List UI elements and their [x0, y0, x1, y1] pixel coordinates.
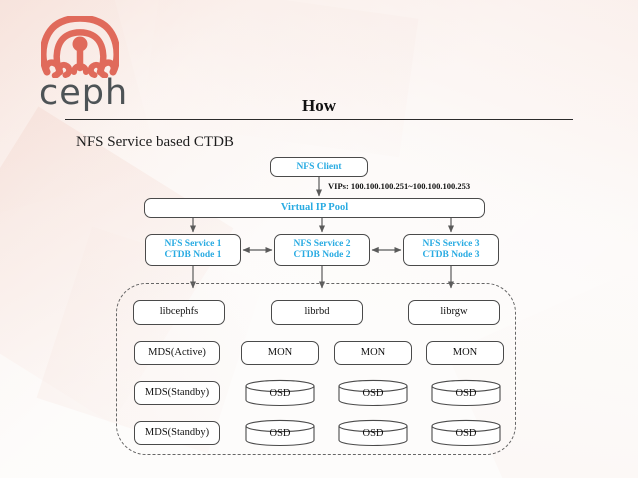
- osd-4-label: OSD: [269, 428, 291, 439]
- osd-6-node[interactable]: OSD: [431, 419, 501, 447]
- nfs-service-1-line1: NFS Service 1: [164, 239, 222, 250]
- ceph-wordmark: ceph: [39, 73, 129, 113]
- cylinder-icon: [431, 419, 501, 447]
- mds-active-label: MDS(Active): [148, 346, 206, 358]
- nfs-service-1-line2: CTDB Node 1: [164, 250, 222, 260]
- mon-3-label: MON: [452, 346, 478, 358]
- mds-active-node[interactable]: MDS(Active): [134, 341, 220, 365]
- cylinder-icon: [431, 379, 501, 407]
- nfs-service-3-line1: NFS Service 3: [422, 239, 480, 250]
- virtual-ip-pool-node[interactable]: Virtual IP Pool: [144, 198, 485, 218]
- nfs-service-3-line2: CTDB Node 3: [422, 250, 480, 260]
- mon-3-node[interactable]: MON: [426, 341, 504, 365]
- nfs-service-1-node[interactable]: NFS Service 1 CTDB Node 1: [145, 234, 241, 266]
- mds-standby-1-node[interactable]: MDS(Standby): [134, 381, 220, 405]
- virtual-ip-pool-label: Virtual IP Pool: [280, 201, 349, 213]
- osd-2-node[interactable]: OSD: [338, 379, 408, 407]
- nfs-client-label: NFS Client: [296, 161, 342, 172]
- osd-1-node[interactable]: OSD: [245, 379, 315, 407]
- osd-5-label: OSD: [362, 428, 384, 439]
- ceph-logo: ceph: [33, 16, 129, 113]
- libcephfs-label: libcephfs: [159, 306, 199, 318]
- libcephfs-node[interactable]: libcephfs: [133, 300, 225, 325]
- osd-5-node[interactable]: OSD: [338, 419, 408, 447]
- librbd-node[interactable]: librbd: [271, 300, 363, 325]
- osd-4-node[interactable]: OSD: [245, 419, 315, 447]
- osd-2-label: OSD: [362, 388, 384, 399]
- nfs-client-node[interactable]: NFS Client: [270, 157, 368, 177]
- title-divider: [65, 119, 573, 120]
- ceph-octopus-logo-icon: [41, 16, 119, 78]
- vips-annotation: VIPs: 100.100.100.251~100.100.100.253: [328, 181, 471, 191]
- cylinder-icon: [338, 419, 408, 447]
- librbd-label: librbd: [304, 306, 330, 318]
- mon-1-node[interactable]: MON: [241, 341, 319, 365]
- mds-standby-1-label: MDS(Standby): [144, 386, 210, 398]
- slide-subtitle: NFS Service based CTDB: [76, 134, 234, 150]
- osd-6-label: OSD: [455, 428, 477, 439]
- librgw-node[interactable]: librgw: [408, 300, 500, 325]
- page-title: How: [302, 96, 336, 115]
- mds-standby-2-label: MDS(Standby): [144, 426, 210, 438]
- mds-standby-2-node[interactable]: MDS(Standby): [134, 421, 220, 445]
- osd-3-label: OSD: [455, 388, 477, 399]
- osd-1-label: OSD: [269, 388, 291, 399]
- mon-2-node[interactable]: MON: [334, 341, 412, 365]
- cylinder-icon: [338, 379, 408, 407]
- ceph-cluster-container: [116, 283, 516, 455]
- librgw-label: librgw: [440, 306, 468, 318]
- cylinder-icon: [245, 419, 315, 447]
- cylinder-icon: [245, 379, 315, 407]
- nfs-service-3-node[interactable]: NFS Service 3 CTDB Node 3: [403, 234, 499, 266]
- nfs-service-2-node[interactable]: NFS Service 2 CTDB Node 2: [274, 234, 370, 266]
- osd-3-node[interactable]: OSD: [431, 379, 501, 407]
- nfs-service-2-line1: NFS Service 2: [293, 239, 351, 250]
- mon-2-label: MON: [360, 346, 386, 358]
- nfs-service-2-line2: CTDB Node 2: [293, 250, 351, 260]
- mon-1-label: MON: [267, 346, 293, 358]
